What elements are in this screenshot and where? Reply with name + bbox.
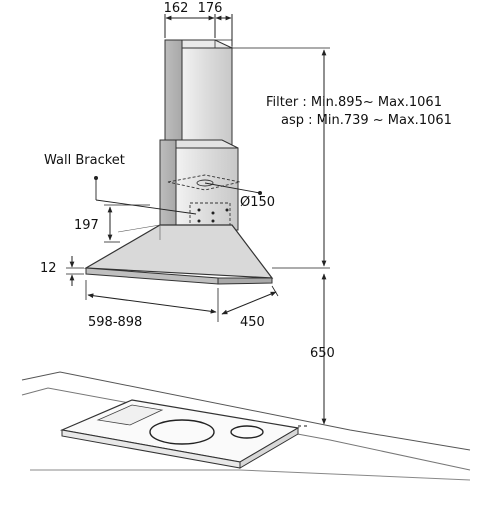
top-dimension	[164, 14, 233, 46]
chimney-depth-label: 176	[198, 1, 223, 16]
wall-bracket-label: Wall Bracket	[44, 153, 125, 168]
bracket-height-dimension	[104, 204, 150, 243]
height-dimension	[232, 47, 330, 269]
hood-width-label: 598-898	[88, 315, 142, 330]
canopy-edge-dimension	[66, 256, 84, 286]
asp-height-label: asp : Min.739 ~ Max.1061	[281, 113, 452, 128]
filter-height-label: Filter : Min.895~ Max.1061	[266, 95, 442, 110]
hood-depth-label: 450	[240, 315, 265, 330]
duct-diameter-callout	[204, 182, 262, 195]
hob-burner-small	[230, 425, 264, 439]
hob	[59, 399, 310, 469]
wall-bracket-callout	[94, 176, 197, 215]
chimney-width-label: 162	[164, 1, 189, 16]
canopy-edge-label: 12	[40, 261, 57, 276]
bracket-height-label: 197	[74, 218, 99, 233]
chimney-upper	[164, 39, 233, 153]
hood-depth-dimension	[221, 285, 279, 315]
duct-diameter-label: Ø150	[240, 195, 275, 210]
hood-canopy	[83, 224, 274, 285]
hob-burner-large	[149, 419, 215, 445]
hob-clearance-label: 650	[310, 346, 335, 361]
hood-width-dimension	[85, 280, 219, 322]
